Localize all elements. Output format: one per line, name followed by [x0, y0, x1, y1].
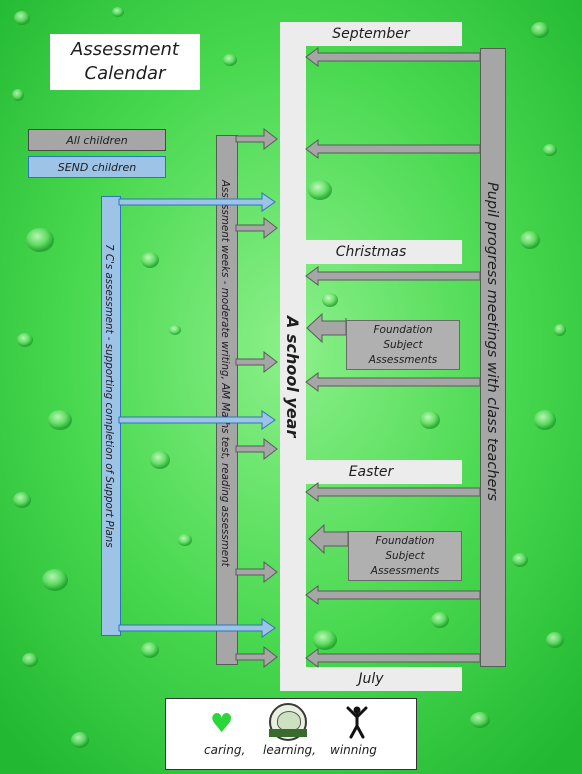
term-easter: Easter — [280, 460, 462, 484]
pupil-arrow-4 — [305, 372, 481, 392]
send-arrow-3 — [118, 618, 276, 638]
pupil-arrow-6 — [305, 585, 481, 605]
seven-cs-label: 7 C's assessment - supporting completion… — [103, 244, 115, 548]
foundation-assessments-1: Foundation Subject Assessments — [346, 320, 460, 370]
foundation-2-line-1: Foundation — [375, 534, 435, 547]
pupil-progress-bar — [480, 48, 506, 667]
assessment-weeks-bar — [216, 135, 238, 665]
motto-caring: caring, — [204, 743, 246, 757]
pupil-arrow-2 — [305, 139, 481, 159]
assess-arrow-5 — [235, 560, 278, 584]
term-july: July — [280, 667, 462, 691]
send-arrow-1 — [118, 192, 276, 212]
school-year-label: A school year — [283, 316, 302, 438]
title-line-2: Calendar — [84, 63, 166, 84]
assess-arrow-6 — [235, 645, 278, 669]
motto-winning: winning — [330, 743, 377, 757]
pupil-progress-label: Pupil progress meetings with class teach… — [484, 182, 500, 501]
pupil-arrow-5 — [305, 482, 481, 502]
term-september: September — [280, 22, 462, 46]
foundation-arrow-1 — [306, 312, 347, 344]
foundation-1-line-3: Assessments — [368, 353, 438, 366]
foundation-arrow-2 — [308, 523, 349, 555]
foundation-1-line-1: Foundation — [373, 323, 433, 336]
send-arrow-2 — [118, 410, 276, 430]
school-crest-icon — [269, 703, 307, 741]
assess-arrow-4 — [235, 437, 278, 461]
pupil-arrow-7 — [305, 648, 481, 668]
school-year-bar — [280, 22, 306, 690]
jumping-figure-icon — [346, 706, 368, 739]
legend-send-children: SEND children — [28, 156, 166, 178]
foundation-2-line-3: Assessments — [370, 564, 440, 577]
title-line-1: Assessment — [71, 39, 179, 60]
assess-arrow-1 — [235, 127, 278, 151]
foundation-1-line-2: Subject — [383, 338, 423, 351]
school-logo-box: ♥ caring, learning, winning — [165, 698, 417, 770]
assessment-weeks-label: Assessment weeks - moderate writing, AM … — [219, 180, 231, 567]
title-box: Assessment Calendar — [50, 34, 200, 90]
heart-icon: ♥ — [210, 709, 234, 739]
foundation-2-line-2: Subject — [385, 549, 425, 562]
seven-cs-bar — [101, 196, 121, 636]
motto-learning: learning, — [263, 743, 316, 757]
legend-all-children: All children — [28, 129, 166, 151]
assess-arrow-2 — [235, 216, 278, 240]
pupil-arrow-3 — [305, 266, 481, 286]
foundation-assessments-2: Foundation Subject Assessments — [348, 531, 462, 581]
pupil-arrow-1 — [305, 47, 481, 67]
term-christmas: Christmas — [280, 240, 462, 264]
assess-arrow-3 — [235, 350, 278, 374]
